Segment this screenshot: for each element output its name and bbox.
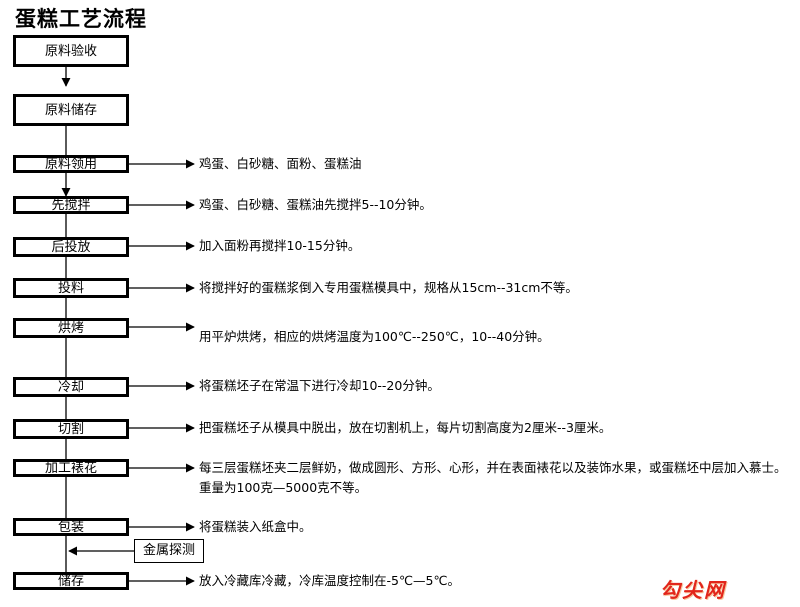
note-packaging: 将蛋糕装入纸盒中。 [199, 519, 312, 534]
step-decorating: 加工裱花 [13, 459, 129, 477]
step-cooling: 冷却 [13, 377, 129, 397]
step-first-mixing: 先搅拌 [13, 196, 129, 214]
note-decorating: 每三层蛋糕坯夹二层鲜奶，做成圆形、方形、心形，并在表面裱花以及装饰水果，或蛋糕坯… [199, 460, 787, 495]
step-raw-material-acceptance: 原料验收 [13, 35, 129, 67]
note-baking: 用平炉烘烤，相应的烘烤温度为100℃--250℃，10--40分钟。 [199, 329, 550, 344]
step-raw-material-storage: 原料储存 [13, 94, 129, 126]
step-raw-material-requisition: 原料领用 [13, 155, 129, 173]
note-pour-batter: 将搅拌好的蛋糕浆倒入专用蛋糕模具中，规格从15cm--31cm不等。 [199, 280, 578, 295]
note-cold-storage: 放入冷藏库冷藏，冷库温度控制在-5℃—5℃。 [199, 573, 460, 588]
note-cooling: 将蛋糕坯子在常温下进行冷却10--20分钟。 [199, 378, 440, 393]
note-first-mixing: 鸡蛋、白砂糖、蛋糕油先搅拌5--10分钟。 [199, 197, 432, 212]
step-packaging: 包装 [13, 518, 129, 536]
step-pour-batter: 投料 [13, 278, 129, 298]
step-add-flour: 后投放 [13, 237, 129, 257]
note-cutting: 把蛋糕坯子从模具中脱出，放在切割机上，每片切割高度为2厘米--3厘米。 [199, 420, 612, 435]
step-metal-detection: 金属探测 [134, 539, 204, 563]
step-cold-storage: 储存 [13, 572, 129, 590]
step-baking: 烘烤 [13, 318, 129, 338]
note-add-flour: 加入面粉再搅拌10-15分钟。 [199, 238, 361, 253]
step-cutting: 切割 [13, 419, 129, 439]
watermark-logo: 勾尖网 [660, 578, 726, 602]
note-requisition: 鸡蛋、白砂糖、面粉、蛋糕油 [199, 156, 362, 171]
page-title: 蛋糕工艺流程 [15, 7, 147, 31]
